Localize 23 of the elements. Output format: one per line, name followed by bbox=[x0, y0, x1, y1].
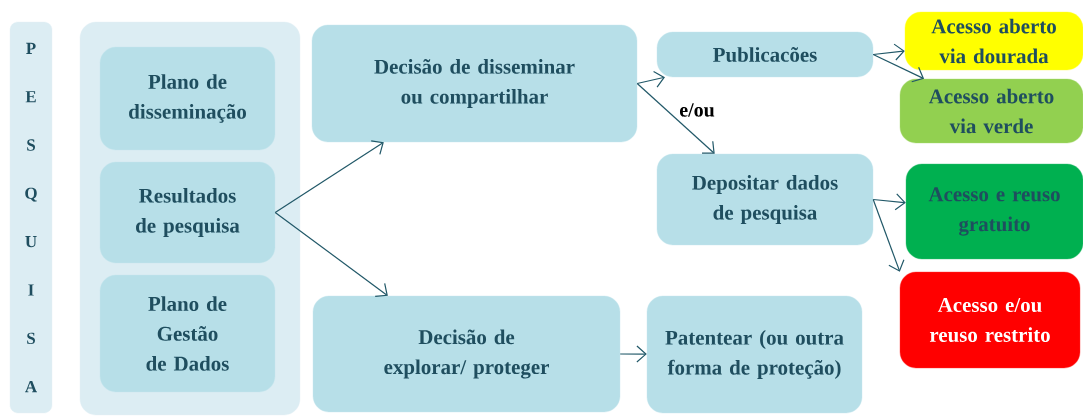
decision-box: Decisão de explorar/ proteger bbox=[312, 295, 621, 413]
arrow bbox=[274, 140, 384, 214]
outcome-box: Acesso e/ou reuso restrito bbox=[899, 271, 1081, 369]
process-box: Resultados de pesquisa bbox=[99, 161, 276, 264]
process-box: Patentear (ou outra forma de proteção) bbox=[646, 295, 863, 414]
process-box: Depositar dados de pesquisa bbox=[656, 153, 874, 246]
arrow bbox=[872, 193, 906, 211]
outcome-box: Acesso aberto via verde bbox=[899, 78, 1083, 144]
connector-label: e/ou bbox=[680, 103, 715, 117]
process-box: Plano de disseminação bbox=[99, 46, 276, 151]
arrow bbox=[872, 198, 905, 272]
process-box: Publicacões bbox=[656, 31, 874, 78]
outcome-box: Acesso e reuso gratuito bbox=[905, 163, 1083, 260]
arrow bbox=[619, 345, 647, 363]
arrow bbox=[636, 71, 665, 88]
outcome-box: Acesso aberto via dourada bbox=[904, 11, 1083, 71]
decision-box: Decisão de disseminar ou compartilhar bbox=[311, 24, 638, 143]
arrow bbox=[872, 43, 905, 61]
vertical-band: P E S Q U I S A bbox=[9, 21, 53, 414]
arrow bbox=[872, 53, 925, 83]
arrow bbox=[274, 211, 388, 297]
arrow bbox=[636, 82, 715, 154]
process-box: Plano de Gestão de Dados bbox=[99, 274, 276, 393]
